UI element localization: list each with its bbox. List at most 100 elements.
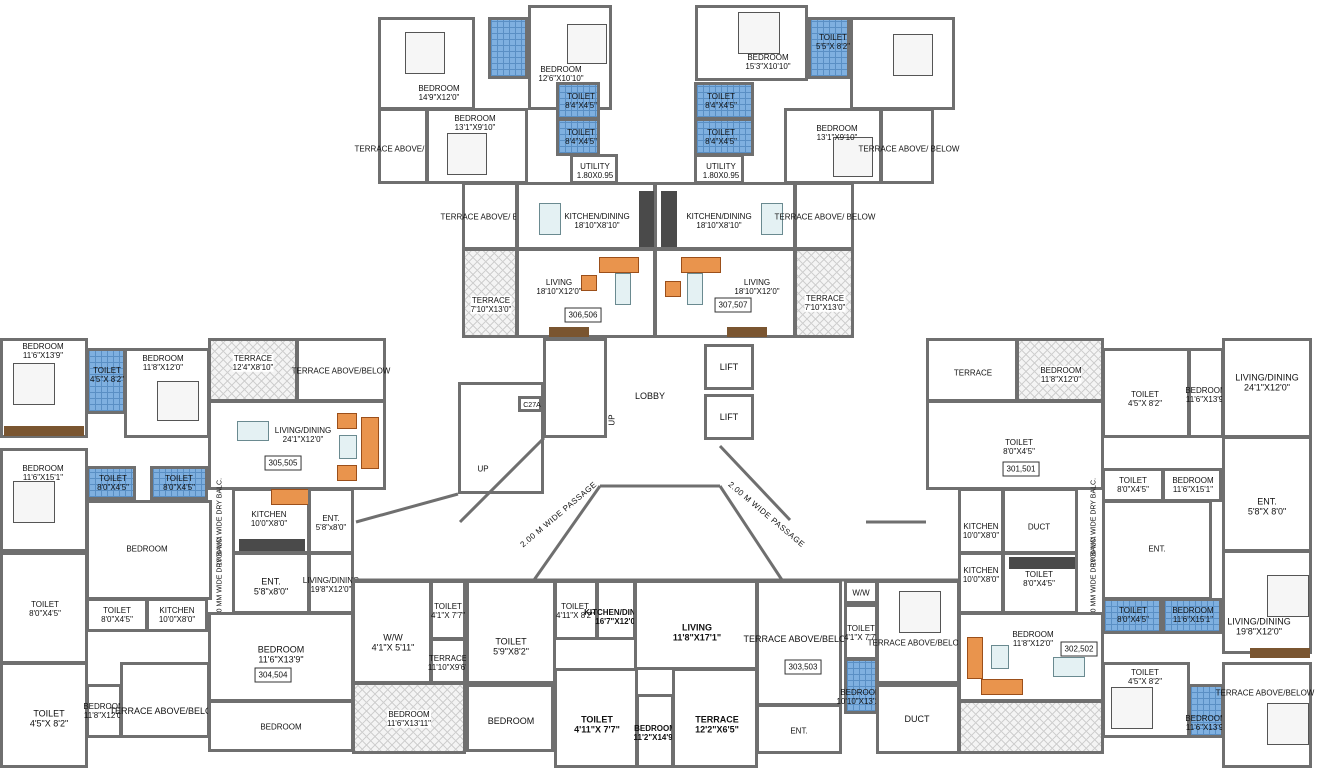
armchair bbox=[337, 465, 357, 481]
bed bbox=[567, 24, 607, 64]
room-b-terrace2: BEDROOM bbox=[466, 684, 554, 752]
room-rw-terrace4 bbox=[958, 700, 1104, 754]
room-label: ENT.5'8"X 8'0" bbox=[1247, 496, 1287, 517]
room-lw-ent1: ENT.5'8"x8'0" bbox=[308, 488, 354, 554]
room-label: TERRACE bbox=[953, 368, 993, 378]
room-terr-above-r: TERRACE ABOVE/ BELOW bbox=[775, 182, 875, 250]
unit-number: 306,506 bbox=[564, 307, 602, 323]
counter-top bbox=[271, 489, 313, 505]
coffee-table bbox=[615, 273, 631, 305]
unit-number: 304,504 bbox=[254, 667, 292, 683]
room-label: TERRACE ABOVE/ BELOW bbox=[440, 212, 542, 222]
room-label: TERRACE ABOVE/ BELOW bbox=[774, 212, 876, 222]
shaft-label: C27A bbox=[523, 401, 541, 409]
room-rw-bed3: ENT.5'8"X 8'0" bbox=[1222, 436, 1312, 552]
bed bbox=[1111, 687, 1153, 729]
room-tl-terrace: TERRACE ABOVE/ BELOW bbox=[355, 108, 455, 184]
bed bbox=[1267, 575, 1309, 617]
room-label: TERRACE ABOVE/BELOW bbox=[867, 638, 967, 648]
dry-balcony-label-4: 1000 MM WIDE DRY BALC. bbox=[1090, 535, 1098, 625]
tv-unit bbox=[549, 327, 589, 337]
room-rw-terrace3: DUCT bbox=[876, 684, 960, 754]
dining-table bbox=[237, 421, 269, 441]
room-label: TERRACE ABOVE/BELOW bbox=[743, 633, 855, 644]
kitchen-counter bbox=[1009, 557, 1075, 569]
bed bbox=[157, 381, 199, 421]
unit-number: 307,507 bbox=[714, 297, 752, 313]
sofa bbox=[599, 257, 639, 273]
sofa bbox=[361, 417, 379, 469]
bed bbox=[13, 481, 55, 523]
dry-balcony-label-2: 1000 MM WIDE DRY BALC. bbox=[216, 535, 224, 625]
kitchen-counter bbox=[661, 191, 677, 247]
coffee-table bbox=[991, 645, 1009, 669]
room-label: BEDROOM bbox=[487, 715, 535, 726]
room-label: TERRACE ABOVE/ BELOW bbox=[354, 144, 456, 154]
room-lw-kitchen2: ENT.5'8"x8'0" bbox=[232, 552, 310, 614]
armchair bbox=[967, 637, 983, 679]
room-rw-bed6: TERRACE ABOVE/BELOW bbox=[1216, 662, 1314, 768]
bed bbox=[447, 133, 487, 175]
shaft: C27A bbox=[518, 396, 542, 412]
room-label: TERRACE ABOVE/BELOW bbox=[1215, 688, 1315, 698]
room-label: TERRACE ABOVE/BELOW bbox=[109, 705, 221, 716]
unit-number: 302,502 bbox=[1060, 641, 1098, 657]
room-rw-terrace1: TERRACE bbox=[926, 338, 1018, 402]
